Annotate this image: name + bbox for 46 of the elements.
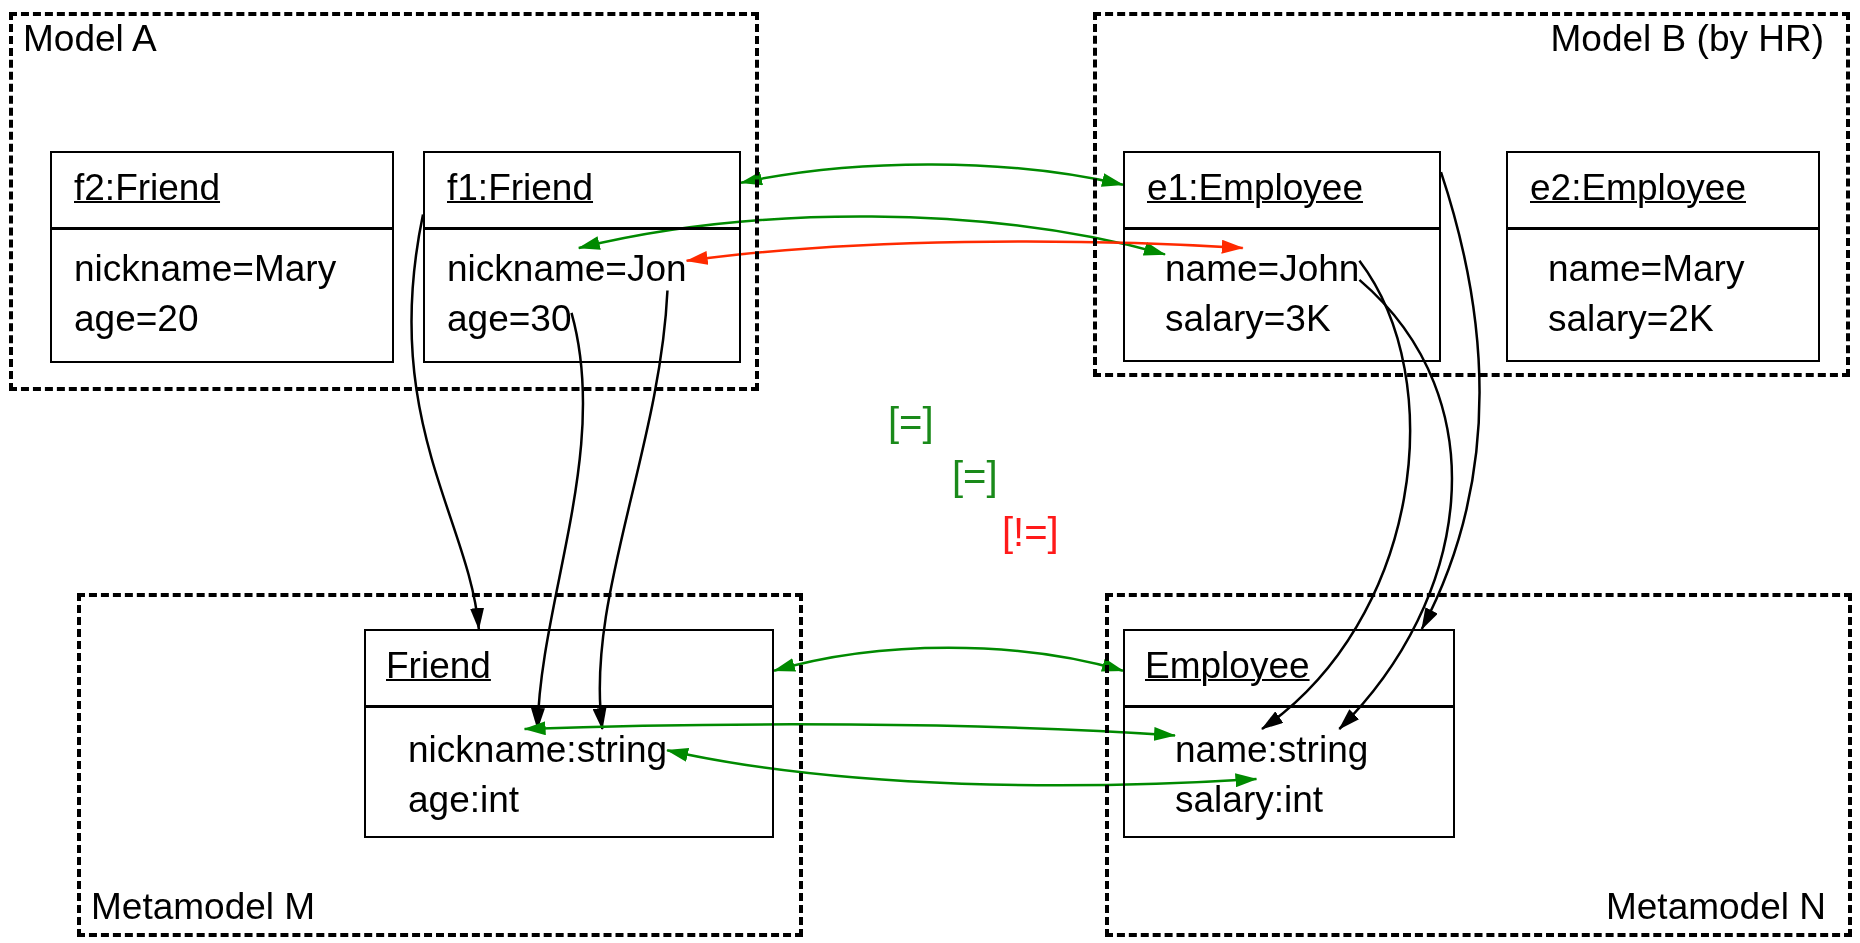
attribute-text: name=Mary: [1548, 248, 1745, 291]
attribute-text: age=20: [74, 298, 199, 341]
attribute-text: nickname=Jon: [447, 248, 687, 291]
attribute-text: salary=2K: [1548, 298, 1714, 341]
attribute-text: nickname:string: [408, 729, 668, 772]
arrow: [1261, 260, 1411, 730]
class-box: [423, 151, 741, 363]
attribute-text: age=30: [447, 298, 572, 341]
frame-title: Metamodel N: [1605, 886, 1826, 929]
class-name: e2:Employee: [1530, 167, 1746, 210]
class-name: Employee: [1145, 645, 1310, 688]
frame-title: Metamodel M: [91, 886, 316, 929]
class-box: [1123, 151, 1441, 362]
arrow: [1338, 279, 1453, 730]
attribute-text: name:string: [1175, 729, 1369, 772]
attribute-text: name=John: [1165, 248, 1360, 291]
frame-title: Model B (by HR): [1550, 18, 1824, 61]
arrow: [1420, 171, 1481, 630]
class-name: f1:Friend: [447, 167, 593, 210]
attribute-text: nickname=Mary: [74, 248, 337, 291]
class-name: f2:Friend: [74, 167, 220, 210]
double-arrow: [666, 747, 1258, 788]
arrow: [410, 214, 483, 630]
double-arrow: [523, 721, 1176, 742]
class-name: e1:Employee: [1147, 167, 1363, 210]
frame-title: Model A: [23, 18, 157, 61]
attribute-text: salary:int: [1175, 779, 1324, 822]
arrow: [593, 290, 669, 730]
class-box: [1123, 629, 1455, 838]
class-box: [1506, 151, 1820, 362]
class-name: Friend: [386, 645, 491, 688]
model-frame: [1093, 12, 1850, 377]
attribute-text: age:int: [408, 779, 520, 822]
double-arrow: [685, 239, 1244, 266]
match-label: [!=]: [1002, 510, 1059, 555]
double-arrow: [773, 646, 1124, 673]
class-box: [50, 151, 394, 363]
double-arrow: [577, 215, 1166, 257]
class-box: [364, 629, 774, 838]
attribute-text: salary=3K: [1165, 298, 1331, 341]
match-label: [=]: [888, 400, 934, 445]
match-label: [=]: [952, 454, 998, 499]
model-frame: [9, 12, 759, 391]
model-frame: [77, 593, 803, 937]
double-arrow: [740, 163, 1124, 188]
model-frame: [1105, 593, 1852, 937]
